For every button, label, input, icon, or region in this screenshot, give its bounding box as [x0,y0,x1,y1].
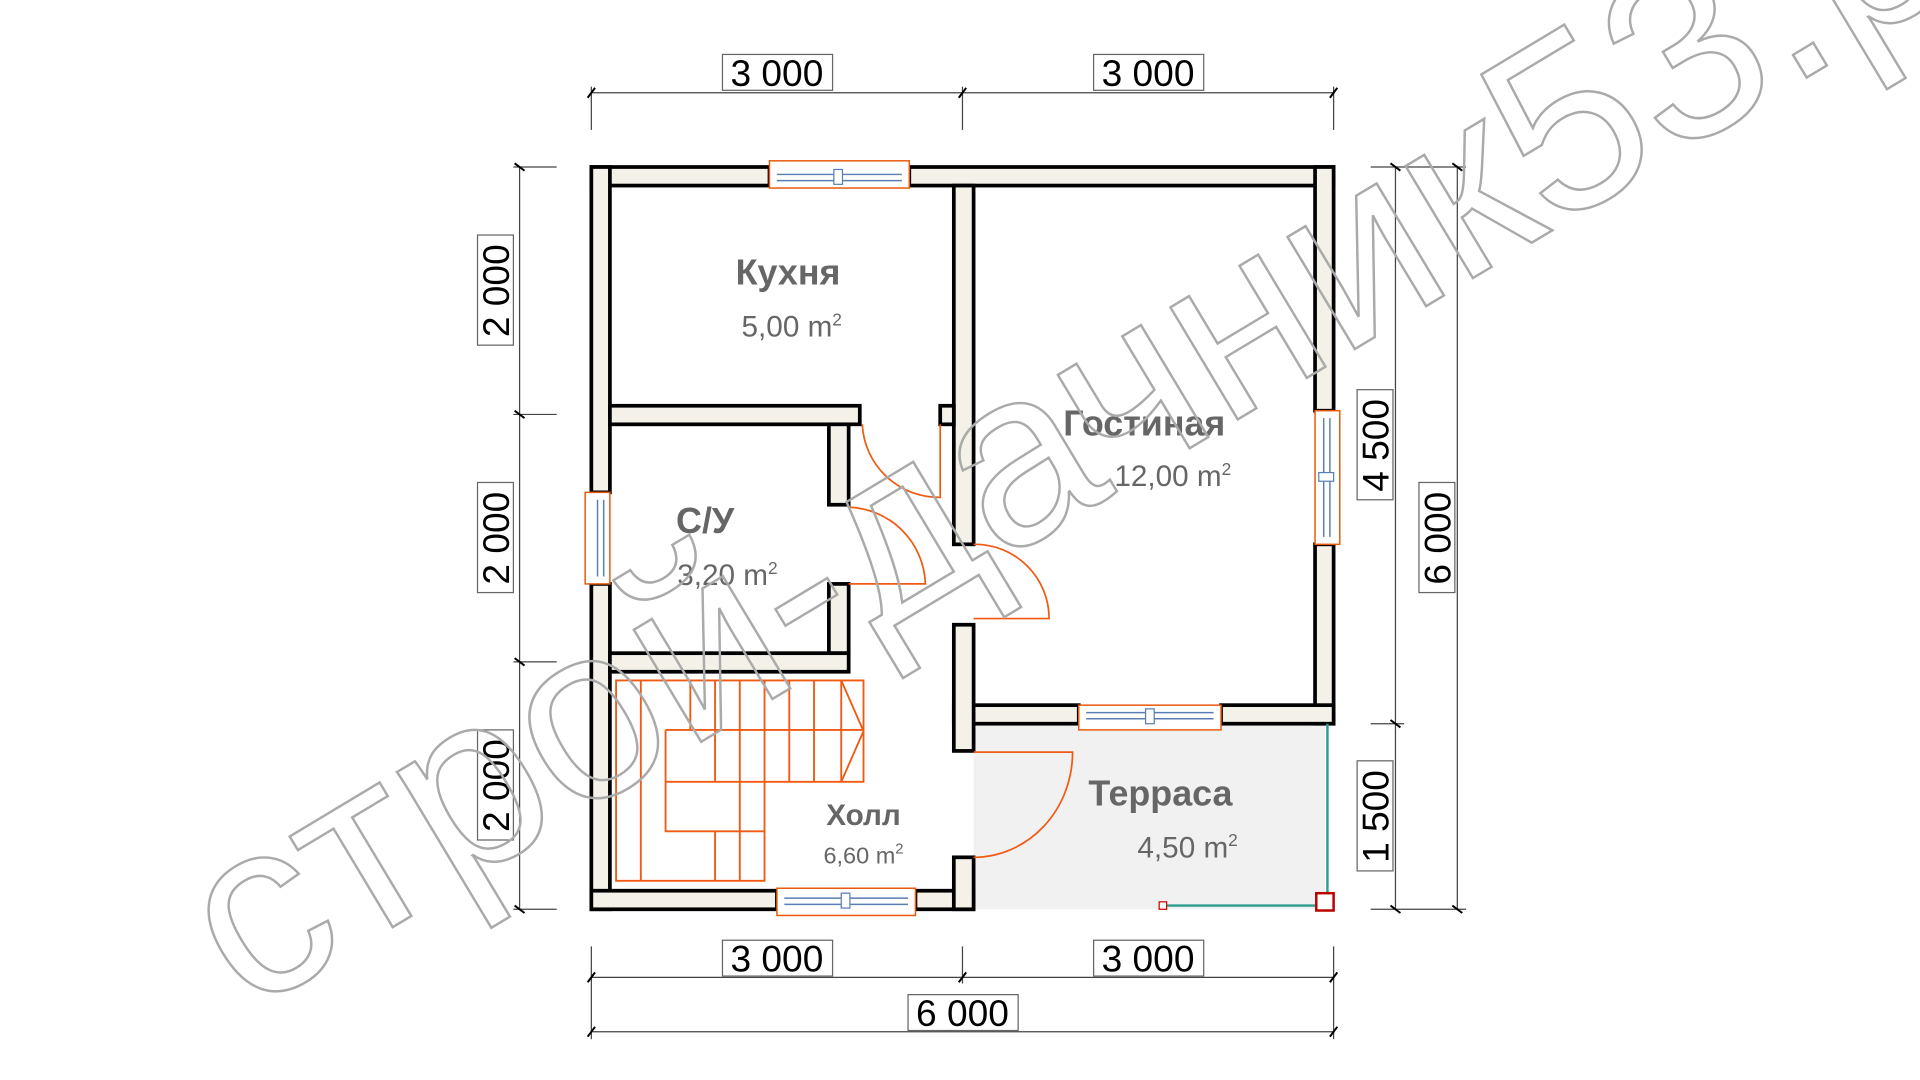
svg-text:3 000: 3 000 [1102,938,1195,980]
svg-text:3 000: 3 000 [730,938,823,980]
svg-text:3 000: 3 000 [730,52,823,94]
dim-left-1: 2 000 [475,234,517,346]
door-living [973,543,1050,620]
terrace-floor [973,723,1325,910]
svg-text:2 000: 2 000 [475,739,517,832]
room-area-bathroom: 3,20 m2 [677,558,777,592]
svg-text:2 000: 2 000 [475,492,517,585]
window-living-bottom [1078,704,1222,731]
room-area-living: 12,00 m2 [1114,459,1231,493]
door-entrance [973,751,1074,859]
room-name-hall: Холл [826,799,901,832]
svg-text:2 000: 2 000 [475,244,517,337]
room-area-kitchen: 5,00 m2 [742,309,842,343]
dim-right-1: 4 500 [1355,389,1397,501]
dim-right-total: 6 000 [1417,481,1459,594]
door-bathroom [848,506,927,585]
dim-top-2: 3 000 [1092,52,1205,94]
dim-left-2: 2 000 [475,481,517,594]
dim-bottom-2: 3 000 [1092,938,1205,980]
svg-text:1 500: 1 500 [1355,770,1397,863]
room-area-hall: 6,60 m2 [823,842,903,869]
room-area-terrace: 4,50 m2 [1137,830,1237,864]
room-name-living: Гостиная [1063,403,1225,443]
room-name-kitchen: Кухня [736,253,841,293]
door-kitchen [861,424,942,499]
svg-text:6 000: 6 000 [1417,492,1459,585]
window-left [584,491,611,585]
staircase [615,679,865,882]
terrace-railing [1158,723,1335,912]
svg-text:3 000: 3 000 [1102,52,1195,94]
window-right [1314,409,1341,546]
dim-left-3: 2 000 [475,729,517,841]
dim-bottom-total: 6 000 [907,992,1019,1034]
svg-text:6 000: 6 000 [916,992,1009,1034]
svg-text:4 500: 4 500 [1355,399,1397,492]
window-top [768,160,911,189]
room-name-terrace: Терраса [1088,773,1233,813]
dim-top-1: 3 000 [721,52,834,94]
dim-bottom-1: 3 000 [721,938,834,980]
dim-right-2: 1 500 [1355,760,1397,872]
window-hall-bottom [776,887,917,917]
room-name-bathroom: С/У [676,501,735,541]
dimension-lines [513,86,1466,1040]
